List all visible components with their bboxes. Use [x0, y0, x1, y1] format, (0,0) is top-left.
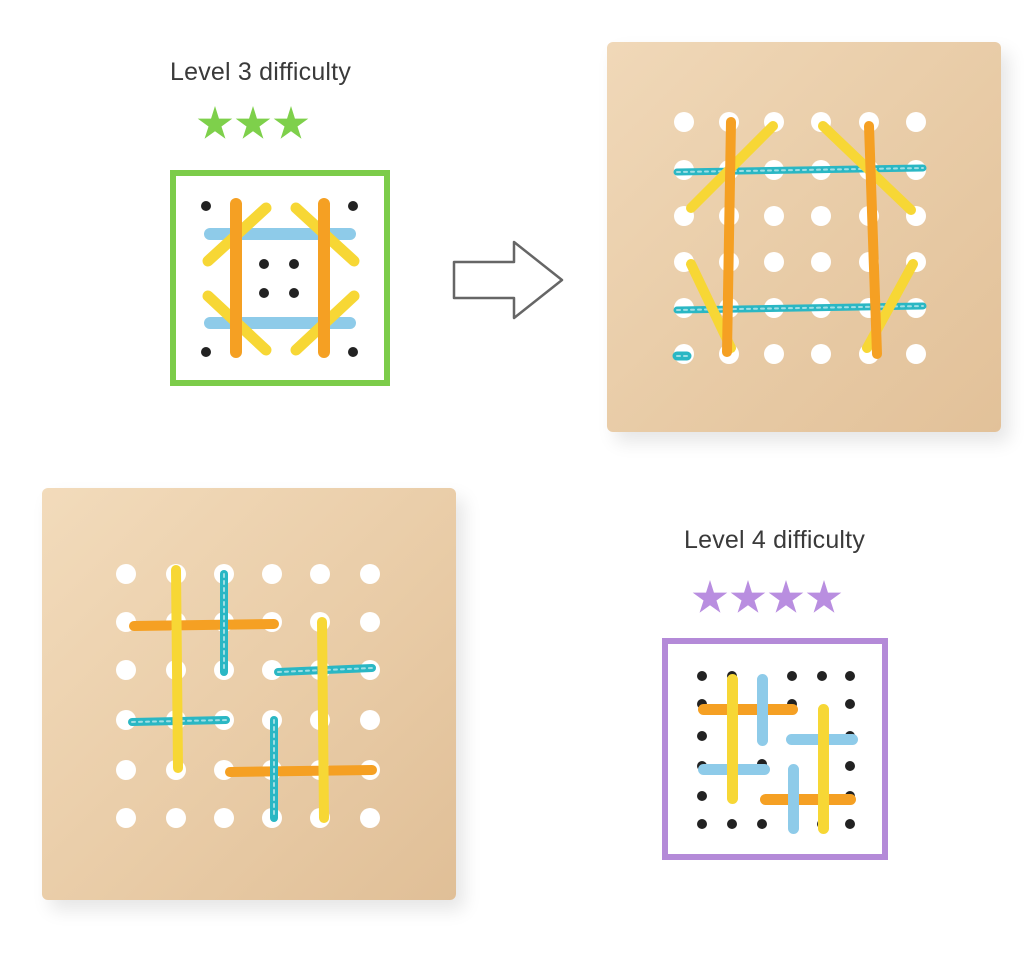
card-hole [845, 761, 855, 771]
board-hole [906, 112, 926, 132]
level-3-pattern-diagram [201, 198, 360, 358]
board-hole [811, 206, 831, 226]
board-hole [764, 344, 784, 364]
board-hole [811, 252, 831, 272]
rope-orange [129, 619, 279, 631]
card-hole [845, 699, 855, 709]
card-hole [697, 671, 707, 681]
level-3-title: Level 3 difficulty [170, 58, 352, 86]
card-hole [697, 731, 707, 741]
wooden-board-level-4 [42, 488, 456, 900]
bar-orange [760, 794, 856, 805]
bar-orange [698, 704, 798, 715]
star-icon [197, 106, 233, 139]
arrow-right-icon [452, 240, 564, 320]
board-hole [360, 710, 380, 730]
rope-teal-texture [131, 719, 227, 723]
board-hole [214, 808, 234, 828]
bar-blue [757, 674, 768, 746]
level-4-stars [692, 580, 844, 616]
board-hole [116, 760, 136, 780]
board-hole [360, 612, 380, 632]
board-level-3-holes-and-ropes [672, 112, 927, 364]
level-4-pattern-diagram [697, 671, 858, 834]
card-hole [697, 819, 707, 829]
card-hole [845, 671, 855, 681]
level-3-pattern-card [170, 170, 390, 386]
board-hole [310, 564, 330, 584]
bar-yellow [818, 704, 829, 834]
board-hole [360, 808, 380, 828]
rope-teal-texture [676, 167, 924, 173]
level-4-title: Level 4 difficulty [684, 526, 866, 554]
board-hole [262, 564, 282, 584]
rope-yellow [317, 617, 329, 823]
board-hole [166, 808, 186, 828]
rope-orange [225, 765, 377, 777]
rope-orange [864, 121, 882, 359]
card-hole [727, 819, 737, 829]
star-icon [768, 580, 804, 613]
star-icon [273, 106, 309, 139]
board-hole [764, 206, 784, 226]
star-icon [235, 106, 271, 139]
level-4-pattern-card [662, 638, 888, 860]
card-hole [845, 819, 855, 829]
star-icon [730, 580, 766, 613]
board-hole [764, 252, 784, 272]
board-hole [116, 660, 136, 680]
rope-yellow [171, 565, 183, 773]
board-hole [906, 344, 926, 364]
card-hole [787, 671, 797, 681]
card-hole [817, 671, 827, 681]
star-icon [692, 580, 728, 613]
card-hole [697, 791, 707, 801]
board-hole [674, 112, 694, 132]
board-hole [360, 564, 380, 584]
bar-blue [788, 764, 799, 834]
bar-yellow [727, 674, 738, 804]
board-hole [811, 344, 831, 364]
board-level-4-holes-and-ropes [116, 564, 380, 828]
rope-teal-texture [277, 667, 373, 673]
level-3-stars [197, 106, 311, 142]
wooden-board-level-3 [607, 42, 1001, 432]
board-hole [116, 564, 136, 584]
star-icon [806, 580, 842, 613]
board-hole [116, 808, 136, 828]
rope-orange [722, 117, 736, 357]
card-hole [757, 819, 767, 829]
